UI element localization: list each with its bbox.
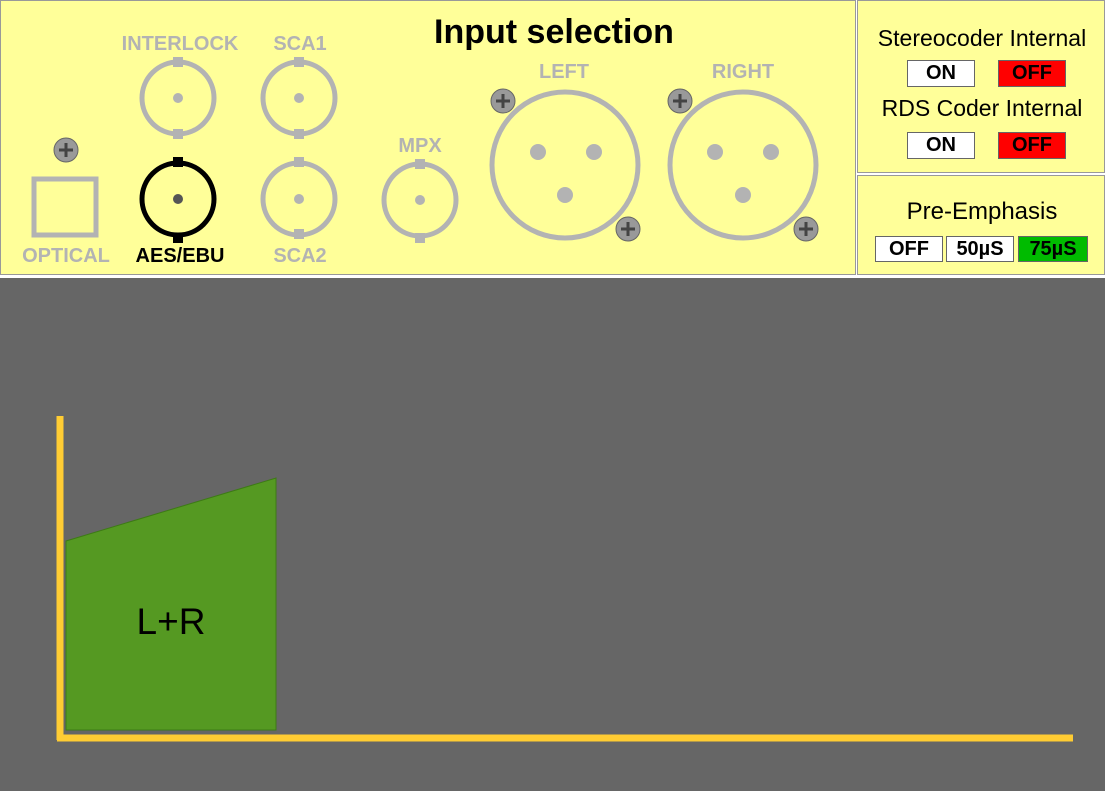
right-label[interactable]: RIGHT [711, 61, 775, 83]
screw-icon [667, 88, 693, 114]
screw-icon [490, 88, 516, 114]
stereocoder-off-button[interactable]: OFF [998, 60, 1066, 87]
pre-emphasis-panel: Pre-Emphasis OFF 50µS 75µS [857, 175, 1105, 275]
left-label[interactable]: LEFT [539, 61, 589, 83]
rds-coder-label: RDS Coder Internal [881, 95, 1083, 121]
interlock-connector[interactable] [139, 57, 217, 139]
spectrum-display: L+R [0, 278, 1105, 791]
band-label: L+R [136, 601, 206, 642]
screw-icon [615, 216, 641, 242]
stereocoder-label: Stereocoder Internal [877, 25, 1087, 51]
mpx-label[interactable]: MPX [398, 135, 442, 157]
stereocoder-on-button[interactable]: ON [907, 60, 975, 87]
right-xlr-connector[interactable] [667, 89, 819, 241]
interlock-label[interactable]: INTERLOCK [121, 33, 239, 55]
optical-connector[interactable] [31, 176, 99, 238]
coder-panel: Stereocoder Internal ON OFF RDS Coder In… [857, 0, 1105, 173]
aes-ebu-label[interactable]: AES/EBU [135, 245, 225, 267]
rds-off-button[interactable]: OFF [998, 132, 1066, 159]
left-xlr-connector[interactable] [489, 89, 641, 241]
aes-ebu-connector[interactable] [139, 157, 217, 243]
pre-emphasis-75us-button[interactable]: 75µS [1018, 236, 1088, 262]
sca2-connector[interactable] [260, 157, 338, 239]
mpx-connector[interactable] [381, 159, 459, 243]
connector-graphics [31, 57, 819, 243]
spectrum-graph [56, 416, 1073, 742]
sca1-label[interactable]: SCA1 [273, 33, 327, 55]
optical-label[interactable]: OPTICAL [22, 245, 110, 267]
pre-emphasis-label: Pre-Emphasis [906, 198, 1058, 225]
page-title: Input selection [434, 13, 674, 51]
l-plus-r-band [65, 477, 277, 731]
pre-emphasis-off-button[interactable]: OFF [875, 236, 943, 262]
rds-on-button[interactable]: ON [907, 132, 975, 159]
screw-icon [793, 216, 819, 242]
sca1-connector[interactable] [260, 57, 338, 139]
sca2-label[interactable]: SCA2 [273, 245, 327, 267]
screw-icon [53, 137, 79, 163]
pre-emphasis-50us-button[interactable]: 50µS [946, 236, 1014, 262]
input-selection-panel: Input selection INTERLOCK SCA1 SCA2 MPX … [0, 0, 856, 275]
